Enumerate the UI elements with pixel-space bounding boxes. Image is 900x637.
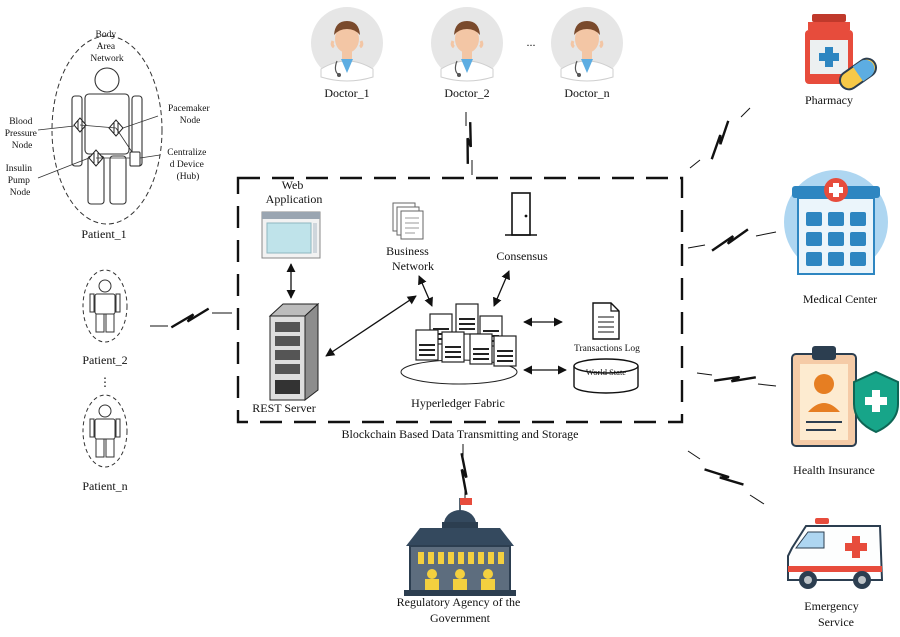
server-rack-icon [268, 302, 320, 402]
patient-1-figure [71, 67, 143, 205]
health-insurance: Health Insurance [791, 346, 899, 477]
database-cylinder-icon [573, 358, 639, 394]
patient-1-label: Patient_1 [81, 227, 126, 241]
patient-n: Patient_n [82, 394, 128, 493]
pacemaker-node-label: Pacemaker Node [168, 104, 212, 126]
business-network: Business Network [386, 202, 434, 273]
blockchain-arrows [286, 263, 567, 375]
document-icon [592, 302, 620, 340]
hospital-icon [784, 170, 888, 275]
hyperledger-fabric-label: Hyperledger Fabric [411, 396, 505, 410]
ambulance-icon [787, 518, 884, 589]
emergency-service: Emergency Service [787, 518, 884, 629]
health-insurance-link-bolt [712, 367, 758, 391]
insulin-pump-node-label: Insulin Pump Node [6, 164, 35, 198]
web-application-label: Web Application [266, 178, 323, 206]
medical-center-label: Medical Center [803, 292, 877, 306]
arrow-rest-business [325, 295, 417, 357]
rest-server: REST Server [252, 302, 320, 415]
pharmacy-link-bolt [701, 119, 739, 161]
hyperledger-fabric: Hyperledger Fabric [400, 303, 518, 410]
medical-center-link-bolt [707, 228, 753, 252]
wireless-links [150, 107, 777, 505]
transactions-log-label: Transactions Log [574, 344, 640, 354]
doctor-1-icon [309, 5, 385, 83]
transactions-log: Transactions Log [574, 302, 640, 354]
medical-center: Medical Center [784, 170, 888, 306]
documents-icon [392, 202, 424, 240]
blockchain-caption: Blockchain Based Data Transmitting and S… [342, 427, 579, 441]
medicine-bottle-icon [805, 14, 878, 91]
doctor-n: Doctor_n [549, 5, 625, 100]
pharmacy-label: Pharmacy [805, 93, 853, 107]
doctor-link-bolt [455, 120, 483, 166]
doctor-n-label: Doctor_n [564, 86, 609, 100]
consensus-label: Consensus [496, 249, 548, 263]
doctors-ellipsis: ... [527, 35, 536, 49]
web-application: Web Application [261, 178, 323, 259]
server-cluster-icon [400, 303, 518, 385]
doctor-2-icon [429, 5, 505, 83]
door-icon [505, 192, 537, 236]
regulatory-link-bolt [453, 452, 475, 496]
doctor-n-icon [549, 5, 625, 83]
world-state-label: World State [586, 367, 626, 377]
pharmacy: Pharmacy [805, 14, 878, 107]
world-state: World State [573, 358, 639, 394]
browser-window-icon [261, 211, 321, 259]
patient-2-icon [82, 269, 128, 343]
patient-n-icon [82, 394, 128, 468]
body-area-network-label: Body Area Network [90, 30, 123, 64]
ban-boundary [51, 35, 163, 225]
health-insurance-label: Health Insurance [793, 463, 875, 477]
consensus: Consensus [496, 192, 548, 263]
doctor-1-label: Doctor_1 [324, 86, 369, 100]
blockchain-network-box: Blockchain Based Data Transmitting and S… [236, 176, 684, 441]
patient-2-label: Patient_2 [82, 353, 127, 367]
regulatory-agency-label: Regulatory Agency of the Government [397, 595, 524, 625]
blood-pressure-node-label: Blood Pressure Node [5, 117, 40, 151]
doctor-2-label: Doctor_2 [444, 86, 489, 100]
arrow-business-fabric [418, 275, 433, 307]
centralized-hub-icon [129, 151, 141, 167]
business-network-label: Business Network [386, 244, 434, 273]
patients-ellipsis: ⋮ [99, 375, 111, 389]
regulatory-agency: Regulatory Agency of the Government [397, 498, 524, 625]
insurance-clipboard-icon [791, 346, 899, 447]
patient-link-bolt [168, 307, 212, 329]
emergency-service-label: Emergency Service [804, 599, 861, 629]
emergency-link-bolt [703, 458, 745, 496]
patient-2: Patient_2 [82, 269, 128, 367]
patient-n-label: Patient_n [82, 479, 127, 493]
patient-1-body-area-network: Body Area Network Blood Pressure Node In… [5, 30, 212, 241]
centralized-device-label: Centralize d Device (Hub) [167, 148, 208, 182]
arrow-consensus-fabric [493, 270, 510, 307]
doctor-1: Doctor_1 [309, 5, 385, 100]
government-building-icon [404, 498, 516, 596]
doctor-2: Doctor_2 [429, 5, 505, 100]
rest-server-label: REST Server [252, 401, 315, 415]
